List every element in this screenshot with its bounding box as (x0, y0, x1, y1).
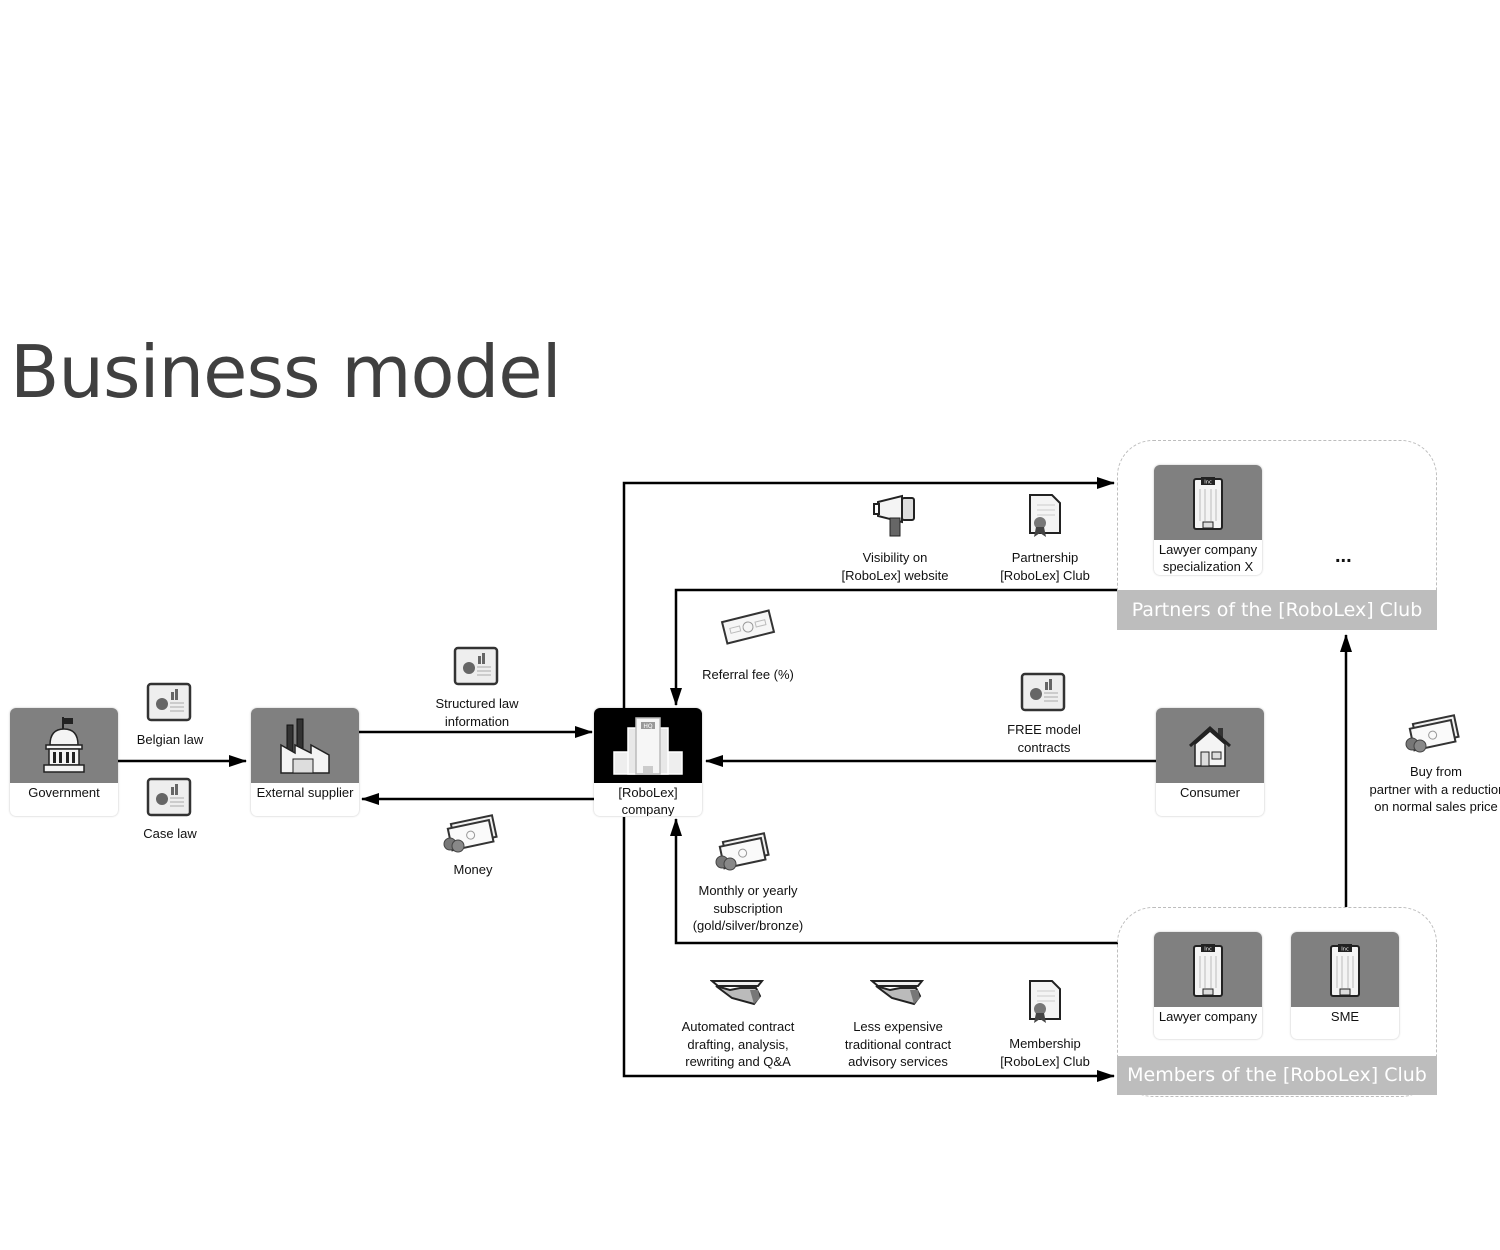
flow-label-visibility: Visibility on [RoboLex] website (841, 550, 949, 583)
money-icon (441, 812, 499, 859)
arrow-members-to-robolex (670, 818, 1118, 945)
office-building-icon: Inc (1193, 943, 1223, 997)
arrow-partners-to-robolex (670, 588, 1118, 706)
banknote-icon (720, 608, 776, 651)
arrow-robolex-to-members (622, 817, 1115, 1082)
document-chart-icon (146, 682, 192, 727)
service-hand-icon (869, 978, 926, 1013)
flow-label-buy-from-partner: Buy from partner with a reductior on nor… (1369, 764, 1500, 814)
flow-label-referral-fee: Referral fee (%) (702, 667, 794, 682)
document-chart-icon (453, 646, 499, 691)
service-hand-icon (709, 978, 766, 1013)
flow-label-money: Money (453, 862, 493, 877)
flow-label-partnership: Partnership [RoboLex] Club (1000, 550, 1090, 583)
flow-label-automated: Automated contract drafting, analysis, r… (681, 1019, 795, 1069)
node-label: SME (1330, 1009, 1360, 1024)
node-government[interactable]: Government (10, 708, 118, 816)
node-robolex-company[interactable]: HQ [RoboLex] company (594, 708, 702, 816)
hq-building-icon: HQ (613, 716, 683, 775)
node-external-supplier[interactable]: External supplier (251, 708, 359, 816)
node-member-lawyer-company[interactable]: Inc Lawyer company (1154, 932, 1262, 1039)
members-group (1117, 907, 1437, 1097)
svg-text:Inc: Inc (1204, 479, 1212, 485)
document-chart-icon (146, 777, 192, 822)
node-member-sme[interactable]: Inc SME (1291, 932, 1399, 1039)
factory-icon (280, 718, 330, 774)
flow-label-belgian-law: Belgian law (136, 732, 204, 747)
svg-text:Inc: Inc (1204, 946, 1212, 952)
node-consumer[interactable]: Consumer (1156, 708, 1264, 816)
arrow-robolex-to-partners (622, 477, 1115, 708)
node-label: Government (28, 785, 100, 800)
certificate-icon (1027, 979, 1063, 1030)
svg-text:HQ: HQ (643, 723, 653, 730)
members-group-label: Members of the [RoboLex] Club (1117, 1056, 1437, 1095)
flow-label-membership: Membership [RoboLex] Club (1000, 1036, 1090, 1069)
office-building-icon: Inc (1330, 943, 1360, 997)
node-label: Lawyer company (1158, 1009, 1258, 1024)
flow-label-case-law: Case law (143, 826, 197, 841)
node-label: [RoboLex] company (618, 785, 678, 816)
node-label: Consumer (1180, 785, 1240, 800)
megaphone-icon (872, 494, 918, 543)
flow-label-free-contracts: FREE model contracts (1007, 722, 1081, 755)
more-partners-ellipsis: ... (1335, 545, 1352, 567)
flow-label-subscription: Monthly or yearly subscription (gold/sil… (692, 883, 804, 933)
slide-title: Business model (10, 330, 562, 414)
certificate-icon (1027, 493, 1063, 544)
house-icon (1188, 725, 1232, 767)
document-chart-icon (1020, 672, 1066, 717)
money-icon (1403, 712, 1461, 759)
node-label: External supplier (256, 785, 354, 800)
partners-group-label: Partners of the [RoboLex] Club (1117, 590, 1437, 630)
flow-label-less-expensive: Less expensive traditional contract advi… (844, 1019, 952, 1069)
node-partner-lawyer-company[interactable]: Inc Lawyer company specialization X (1154, 465, 1262, 575)
government-building-icon (43, 716, 85, 773)
money-icon (713, 830, 771, 877)
svg-text:Inc: Inc (1341, 946, 1349, 952)
node-label: Lawyer company specialization X (1158, 542, 1258, 574)
office-building-icon: Inc (1193, 476, 1223, 530)
flow-label-structured-law: Structured law information (435, 696, 519, 729)
